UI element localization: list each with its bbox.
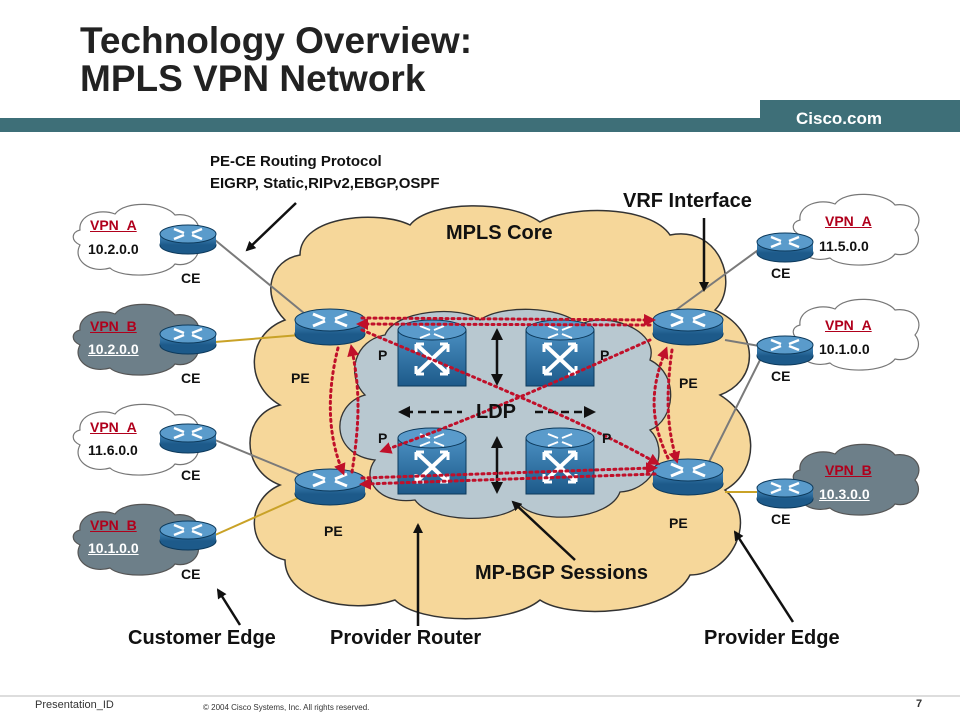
network-address: 10.2.0.0 [88,241,139,257]
pe-label: PE [324,523,343,539]
mpls-core-label: MPLS Core [446,222,553,244]
network-address: 11.6.0.0 [88,442,138,458]
pe-ce-protocol-label: PE-CE Routing Protocol [210,153,382,170]
vrf-interface-label: VRF Interface [623,190,752,212]
pe-label: PE [679,375,698,391]
p-label: P [378,347,388,363]
pe-router-icon [651,307,725,347]
site-cloud-vpnb-10-2 [72,303,200,376]
title-line-2: MPLS VPN Network [80,58,426,99]
ce-label: CE [771,265,791,281]
network-address: 11.5.0.0 [819,238,869,254]
ce-label: CE [181,467,201,483]
network-address: 10.1.0.0 [88,540,139,556]
pe-label: PE [669,515,688,531]
ldp-arrowheads [398,328,596,494]
ce-router-icon [755,477,815,510]
vpn-name: VPN_A [825,317,872,333]
title-line-1: Technology Overview: [80,20,473,61]
ce-label: CE [181,566,201,582]
mp-bgp-sessions [328,313,681,490]
network-address: 10.1.0.0 [819,341,870,357]
site-cloud-vpna-11-6 [72,403,200,476]
p-label: P [600,347,610,363]
site-cloud-vpna-10-2 [72,203,200,276]
customer-edge-label: Customer Edge [128,627,276,649]
ce-router-icon [158,422,218,455]
p-router-icon [396,426,468,496]
ce-label: CE [771,511,791,527]
brand-logo: Cisco.com [796,109,882,128]
provider-edge-label: Provider Edge [704,627,840,649]
brand-tab [760,100,960,132]
mp-bgp-label: MP-BGP Sessions [475,562,649,584]
site-cloud-vpna-10-1 [792,298,920,371]
pe-router-icon [651,457,725,497]
p-router-icon [396,318,468,388]
copyright: © 2004 Cisco Systems, Inc. All rights re… [203,703,370,712]
provider-router-label: Provider Router [330,627,482,649]
ce-router-icon [755,231,815,264]
callout-arrows [216,202,795,626]
p-label: P [378,430,388,446]
ce-pe-links [214,239,766,536]
pe-router-icon [293,467,367,507]
ce-label: CE [181,270,201,286]
site-cloud-vpnb-10-1 [72,503,200,576]
ce-router-icon [755,334,815,367]
network-address: 10.2.0.0 [88,341,139,357]
ce-router-icon [158,519,218,552]
p-router-icon [524,426,596,496]
pe-label: PE [291,370,310,386]
vpn-name: VPN_A [825,213,872,229]
vpn-name: VPN_A [90,419,137,435]
vpn-name: VPN_B [90,318,137,334]
page-number: 7 [916,698,923,710]
ce-router-icon [158,223,218,256]
vpn-name: VPN_A [90,217,137,233]
slide-title: Technology Overview: MPLS VPN Network [80,22,472,98]
p-router-icon [524,318,596,388]
site-cloud-vpnb-10-3 [792,443,920,516]
presentation-id: Presentation_ID [35,699,114,711]
vpn-name: VPN_B [825,462,872,478]
ce-label: CE [771,368,791,384]
ldp-label: LDP [476,401,516,423]
network-address: 10.3.0.0 [819,486,870,502]
header-band [0,118,960,132]
pe-router-icon [293,307,367,347]
ce-router-icon [158,323,218,356]
pe-ce-protocol-list: EIGRP, Static,RIPv2,EBGP,OSPF [210,175,440,192]
ce-label: CE [181,370,201,386]
p-label: P [602,430,612,446]
vpn-name: VPN_B [90,517,137,533]
